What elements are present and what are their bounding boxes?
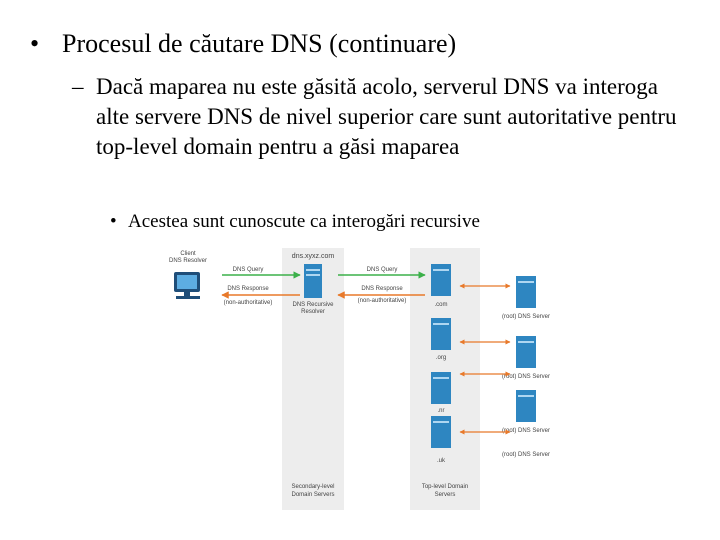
root-label-3: (root) DNS Server — [502, 428, 550, 434]
bullet-level-3-text: Acestea sunt cunoscute ca interogări rec… — [128, 211, 480, 232]
tld-server-nr-icon — [431, 372, 451, 404]
response-note-1: (non-authoritative) — [224, 300, 273, 306]
bullet-dot-small: • — [110, 211, 117, 232]
slide-title: Procesul de căutare DNS (continuare) — [62, 29, 457, 58]
tld-label-org: .org — [436, 355, 446, 361]
tld-server-com-icon — [431, 264, 451, 296]
root-label-1: (root) DNS Server — [502, 314, 550, 320]
response-label-1: DNS Response — [227, 286, 269, 292]
secondary-level-label-1: Secondary-level — [291, 484, 334, 490]
dns-lookup-diagram: Client DNS Resolver dns.xyxz.com DNS Rec… — [169, 248, 550, 510]
tld-label-nr: .nr — [437, 408, 444, 414]
resolver-domain: dns.xyxz.com — [292, 253, 335, 260]
root-label-4: (root) DNS Server — [502, 452, 550, 458]
tld-label-uk: .uk — [437, 458, 446, 464]
client-label-2: DNS Resolver — [169, 258, 207, 264]
response-label-2: DNS Response — [361, 286, 403, 292]
top-level-label-1: Top-level Domain — [422, 484, 468, 490]
root-server-3-icon — [516, 390, 536, 422]
client-computer-icon — [174, 272, 200, 299]
top-level-label-2: Servers — [435, 492, 456, 498]
root-server-4-icon — [516, 414, 536, 446]
response-note-2: (non-authoritative) — [358, 298, 407, 304]
secondary-level-label-2: Domain Servers — [291, 492, 334, 498]
recursive-resolver-server-icon — [304, 264, 322, 298]
bullet-level-2-text: Dacă maparea nu este găsită acolo, serve… — [96, 74, 677, 159]
bullet-dash: – — [72, 74, 84, 99]
client-label-1: Client — [180, 251, 196, 257]
root-server-1-icon — [516, 276, 536, 308]
root-label-2: (root) DNS Server — [502, 374, 550, 380]
query-label-2: DNS Query — [367, 267, 398, 273]
tld-label-com: .com — [434, 302, 447, 308]
tld-server-uk-icon — [431, 416, 451, 448]
root-server-2-icon — [516, 336, 536, 368]
bullet-dot: • — [30, 29, 40, 58]
resolver-label-2: Resolver — [301, 309, 325, 315]
resolver-label-1: DNS Recursive — [292, 302, 334, 308]
tld-server-org-icon — [431, 318, 451, 350]
query-label-1: DNS Query — [233, 267, 264, 273]
